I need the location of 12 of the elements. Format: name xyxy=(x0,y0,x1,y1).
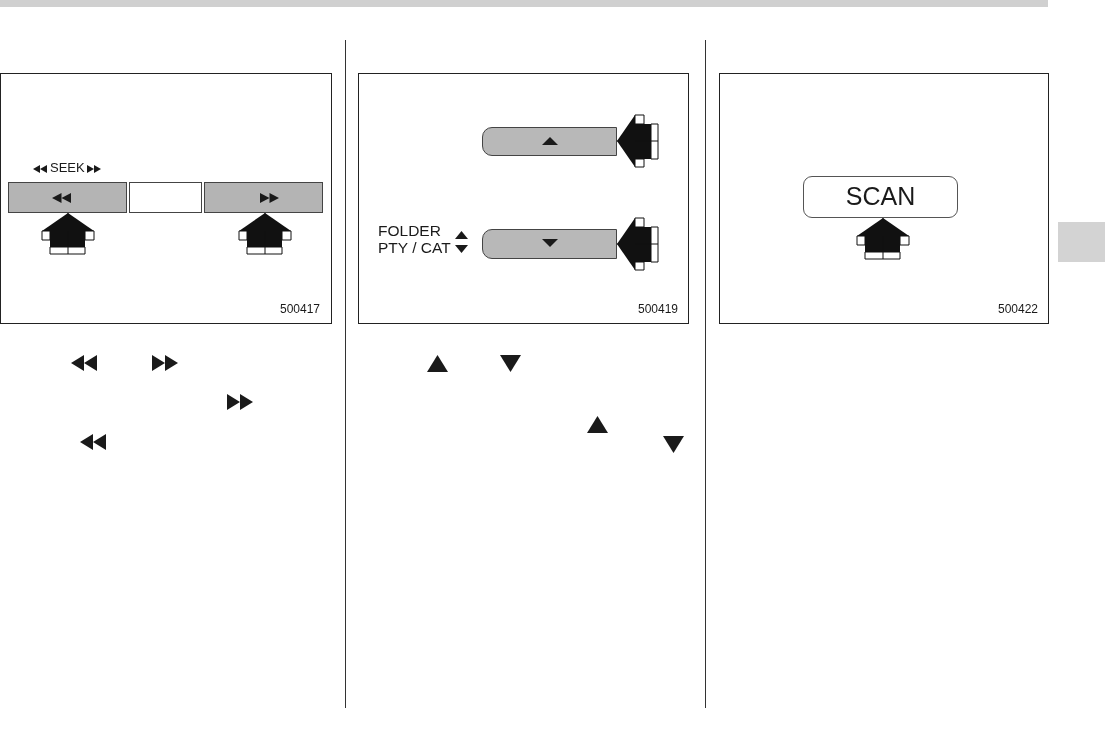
up-button xyxy=(482,127,617,156)
figure-number: 500419 xyxy=(638,303,679,317)
folder-label: FOLDER xyxy=(378,222,441,240)
rewind-button xyxy=(8,182,127,213)
figure-number: 500422 xyxy=(998,303,1039,317)
pty-cat-label: PTY / CAT xyxy=(378,239,451,257)
figure-number: 500417 xyxy=(280,303,321,317)
down-button xyxy=(482,229,617,259)
scan-button: SCAN xyxy=(803,176,958,218)
blank-panel xyxy=(129,182,202,213)
seek-label: SEEK xyxy=(50,161,85,176)
fast-forward-button xyxy=(204,182,323,213)
